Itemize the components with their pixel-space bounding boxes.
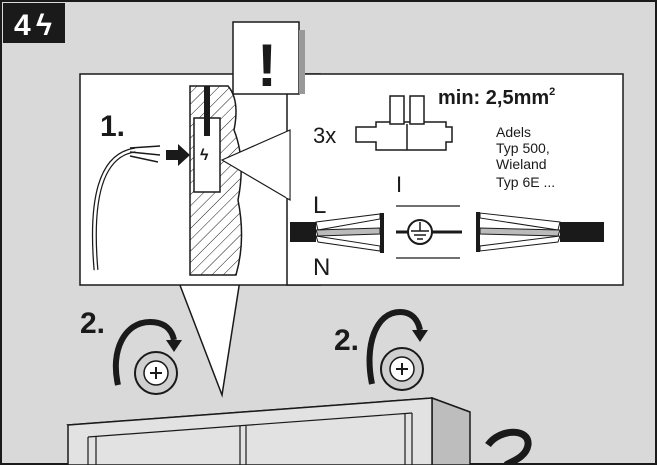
step-number: 4: [14, 9, 31, 42]
cable-end-right: [560, 222, 604, 242]
screw-cover-right: 2.: [334, 308, 428, 391]
connector-types: Adels Typ 500, Wieland Typ 6E ...: [496, 124, 555, 190]
connector-type-line: Wieland: [496, 156, 547, 172]
exclamation-icon: !: [257, 32, 277, 99]
cabinet-front: [67, 397, 433, 465]
min-cross-section: min: 2,5mm2: [438, 86, 555, 109]
screw-cover-left: 2.: [80, 307, 182, 395]
step2-right-label: 2.: [334, 324, 359, 357]
warning-badge: !: [232, 21, 305, 99]
cable-end-left: [290, 222, 316, 242]
earth-ground-icon: [407, 219, 433, 245]
connector-type-line: Adels: [496, 124, 531, 140]
lightning-icon: ϟ: [200, 147, 209, 164]
insert-arrow-icon: [166, 144, 190, 166]
lightning-icon: ϟ: [36, 9, 52, 42]
neutral-label: N: [313, 254, 330, 281]
terminal-connector-icon: [355, 95, 453, 151]
connector-count: 3x: [313, 123, 336, 148]
conduit: [204, 86, 210, 136]
connector-type-line: Typ 500,: [496, 140, 550, 156]
live-label: L: [313, 192, 326, 219]
zoom-callout: [220, 129, 291, 202]
earth-label: I: [396, 172, 402, 197]
cable-curl: [485, 428, 532, 465]
step2-left-label: 2.: [80, 307, 105, 340]
step1-label: 1.: [100, 110, 125, 143]
cabinet: [66, 396, 532, 465]
rotate-arrow-icon: [366, 308, 423, 385]
connector-type-line: Typ 6E ...: [496, 174, 555, 190]
spec-panel: min: 2,5mm2 3x Adels Typ 500, Wieland Ty…: [220, 73, 624, 286]
rotate-arrow-icon: [112, 318, 177, 386]
step-badge: 4 ϟ: [3, 3, 65, 43]
